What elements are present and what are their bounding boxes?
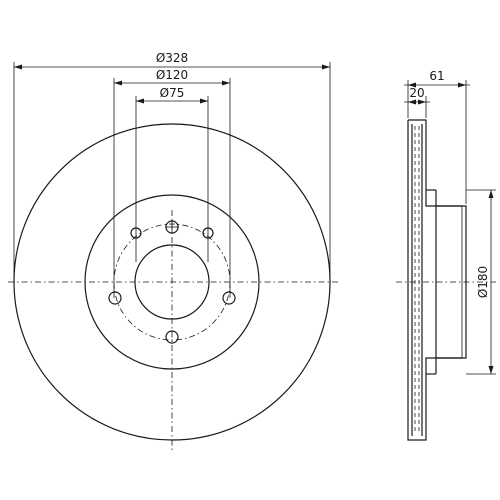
bolt-hole-lower-right <box>222 291 236 305</box>
dim-label-disc-thickness: 20 <box>409 86 424 100</box>
arrow-head <box>322 64 330 70</box>
side-dimensions: 61 20 Ø180 <box>404 69 496 375</box>
arrow-head <box>408 82 416 88</box>
arrow-head <box>488 190 494 198</box>
arrow-head <box>114 80 122 86</box>
side-view <box>396 119 496 441</box>
arrow-head <box>200 98 208 104</box>
bolt-hole-bottom <box>165 330 179 344</box>
arrow-head <box>488 366 494 374</box>
dim-label-center-bore: Ø75 <box>160 86 185 100</box>
front-dimensions: Ø328 Ø120 Ø75 <box>13 51 331 298</box>
arrow-head <box>136 98 144 104</box>
dim-label-outer-diameter: Ø328 <box>156 51 188 65</box>
side-disc-outline <box>407 119 467 441</box>
arrow-head <box>222 80 230 86</box>
dim-label-bolt-circle: Ø120 <box>156 68 188 82</box>
front-view <box>8 123 340 450</box>
dim-label-total-height: 61 <box>429 69 444 83</box>
dim-label-hat-diameter: Ø180 <box>476 266 490 298</box>
arrow-head <box>458 82 466 88</box>
arrow-head <box>14 64 22 70</box>
bolt-hole-lower-left <box>108 291 122 305</box>
arrow-head <box>418 99 426 105</box>
arrow-head <box>408 99 416 105</box>
